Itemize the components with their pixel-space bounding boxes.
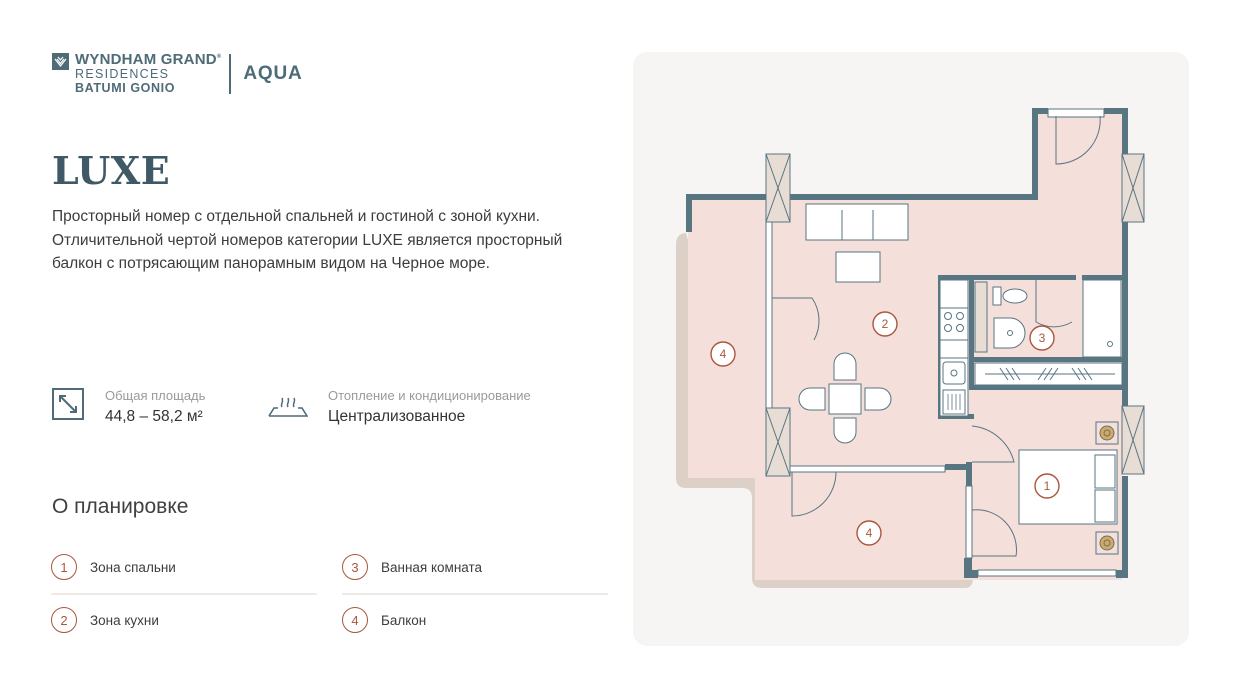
project-name: AQUA [243,63,303,84]
room-description: Просторный номер с отдельной спальней и … [52,208,563,272]
room-label-1: 1 [1044,479,1051,493]
layout-heading: О планировке [52,495,189,518]
legend-divider [51,593,317,595]
heating-icon [268,394,309,423]
logo-subtitle-location: BATUMI GONIO [75,80,176,95]
legend-divider [342,593,608,595]
legend-label: Зона спальни [90,559,176,575]
legend-label: Ванная комната [381,559,483,575]
room-label-3: 3 [1039,331,1046,345]
page-title: LUXE [52,148,171,193]
room-labels [710,311,1060,546]
feature-area: Общая площадь 44,8 – 58,2 м² [52,388,205,428]
feature-heating: Отопление и кондиционирование Централизо… [268,388,531,428]
room-label-4b: 4 [866,526,873,540]
legend-number: 4 [342,607,368,633]
wyndham-logo-icon [52,53,69,70]
logo-subtitle-residences: RESIDENCES [75,67,170,81]
legend-number: 3 [342,554,368,580]
floor-plan-panel: 1 2 3 4 4 [633,52,1189,646]
logo-brand: WYNDHAM GRAND® [75,51,222,68]
heating-value: Централизованное [328,408,466,425]
legend-item-1: 1 Зона спальни [51,553,176,581]
room-label-2: 2 [882,317,889,331]
legend-item-4: 4 Балкон [342,606,426,634]
legend-item-2: 2 Зона кухни [51,606,159,634]
area-label: Общая площадь [105,388,206,403]
legend-number: 1 [51,554,77,580]
logo-divider [229,54,232,94]
area-value: 44,8 – 58,2 м² [105,408,203,425]
legend-label: Зона кухни [90,612,159,628]
logo: WYNDHAM GRAND® RESIDENCES BATUMI GONIO A… [52,52,303,96]
heating-label: Отопление и кондиционирование [328,388,531,403]
room-label-4: 4 [720,347,727,361]
floor-plan: 1 2 3 4 4 [676,108,1145,588]
legend-label: Балкон [381,612,427,628]
resize-diagonal-icon [52,388,84,425]
legend-item-3: 3 Ванная комната [342,553,482,581]
legend-number: 2 [51,607,77,633]
